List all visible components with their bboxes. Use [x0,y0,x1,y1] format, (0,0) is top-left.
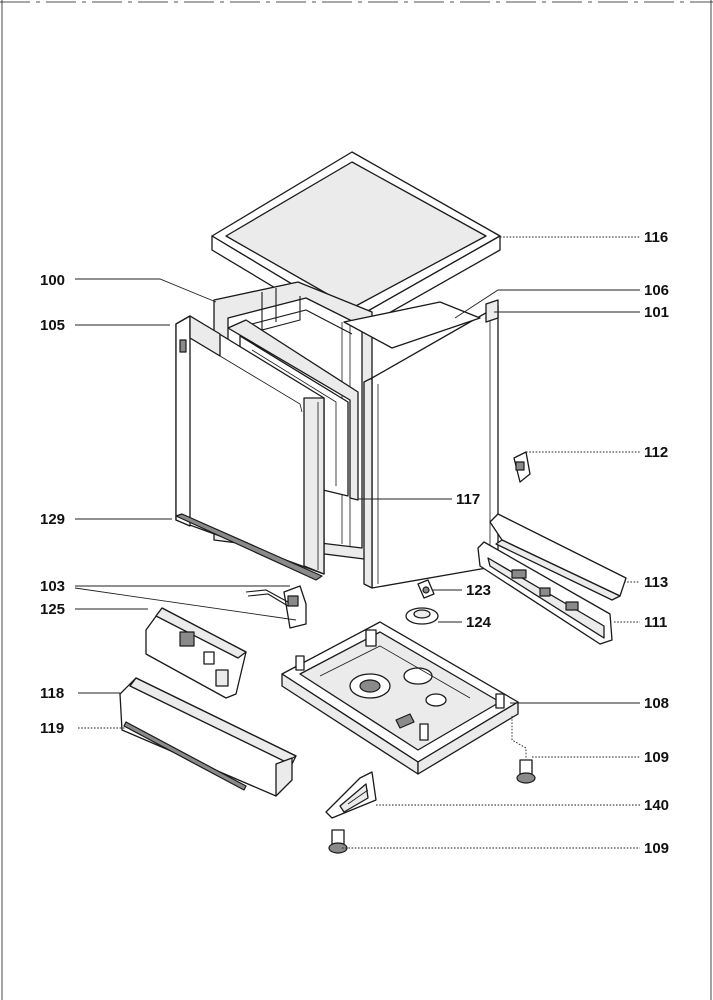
part-labels: 116 100 106 101 105 112 117 129 103 113 … [40,229,669,857]
part-129-skirting-strip [175,513,323,581]
part-112-bracket [513,451,531,483]
label-112: 112 [644,444,668,461]
label-116: 116 [644,229,668,246]
label-117: 117 [456,491,480,508]
label-113: 113 [644,574,668,591]
label-101: 101 [644,304,669,321]
label-140: 140 [644,797,669,814]
label-100: 100 [40,272,65,289]
part-140-foot-bracket [325,771,377,819]
label-105: 105 [40,317,65,334]
part-108-base-tray [281,621,519,775]
label-123: 123 [466,582,491,599]
label-124: 124 [466,614,492,631]
part-101-right-side-panel [343,299,499,589]
part-109-foot-upper [516,759,536,784]
label-103: 103 [40,578,65,595]
part-124-disc [405,607,439,625]
part-113-panel-cover [489,513,627,601]
part-105-left-side-panel [175,315,325,575]
part-125-module [145,607,247,699]
part-109-foot-lower [328,829,348,854]
part-111-control-panel [477,541,613,645]
part-119-strip [123,721,247,791]
part-118-kick-plate [119,677,297,797]
label-125: 125 [40,601,65,618]
part-123-connector [417,579,435,599]
label-111: 111 [644,614,667,631]
label-108: 108 [644,695,669,712]
label-118: 118 [40,685,64,702]
label-106: 106 [644,282,669,299]
leader-lines [74,236,640,849]
label-109-lower: 109 [644,840,669,857]
part-103-hinge [245,585,307,629]
label-119: 119 [40,720,64,737]
label-129: 129 [40,511,65,528]
label-109-upper: 109 [644,749,669,766]
